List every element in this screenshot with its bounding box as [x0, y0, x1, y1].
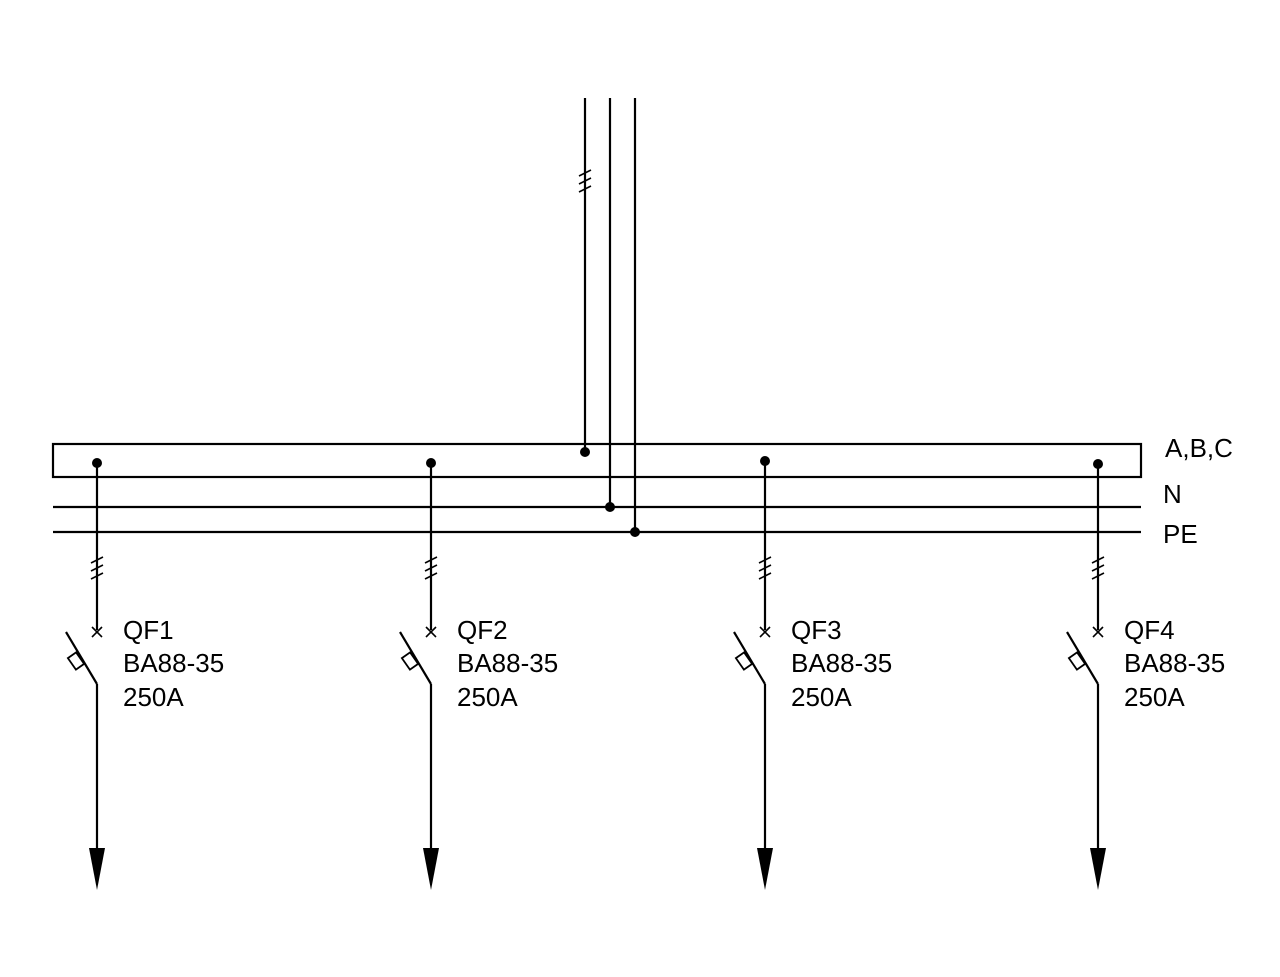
phase-bus-label: A,B,C [1165, 433, 1233, 463]
outgoing-arrow-icon [1090, 848, 1106, 890]
breaker-id: QF1 [123, 615, 174, 645]
breaker-id: QF2 [457, 615, 508, 645]
breaker-id: QF4 [1124, 615, 1175, 645]
breaker-switch-blade [733, 631, 766, 685]
thermal-release-icon [734, 651, 754, 671]
three-phase-marker [90, 556, 104, 580]
breaker-model: BA88-35 [791, 648, 892, 678]
breaker-switch-blade [1066, 631, 1099, 685]
incoming-phase-junction [580, 447, 590, 457]
outgoing-arrow-icon [757, 848, 773, 890]
neutral-bus-label: N [1163, 479, 1182, 509]
breaker-rating: 250A [457, 682, 518, 712]
feeder-qf2: QF2 BA88-35 250A [399, 458, 558, 890]
outgoing-arrow-icon [89, 848, 105, 890]
thermal-release-icon [400, 651, 420, 671]
breaker-cross-icon [759, 626, 771, 638]
breaker-rating: 250A [791, 682, 852, 712]
outgoing-arrow-icon [423, 848, 439, 890]
incoming-three-phase-marker [578, 169, 592, 193]
breaker-model: BA88-35 [1124, 648, 1225, 678]
thermal-release-icon [66, 651, 86, 671]
three-phase-marker [424, 556, 438, 580]
feeder-qf4: QF4 BA88-35 250A [1066, 459, 1225, 890]
feeder-qf1: QF1 BA88-35 250A [65, 458, 224, 890]
breaker-switch-blade [65, 631, 98, 685]
three-phase-marker [758, 556, 772, 580]
breaker-rating: 250A [123, 682, 184, 712]
thermal-release-icon [1067, 651, 1087, 671]
breaker-switch-blade [399, 631, 432, 685]
feeder-qf3: QF3 BA88-35 250A [733, 456, 892, 890]
breaker-id: QF3 [791, 615, 842, 645]
breaker-cross-icon [1092, 626, 1104, 638]
incoming-supply [578, 98, 640, 537]
three-phase-marker [1091, 556, 1105, 580]
pe-bus-label: PE [1163, 519, 1198, 549]
breaker-cross-icon [425, 626, 437, 638]
breaker-model: BA88-35 [123, 648, 224, 678]
breaker-rating: 250A [1124, 682, 1185, 712]
breaker-model: BA88-35 [457, 648, 558, 678]
phase-busbar [51, 442, 1143, 479]
breaker-cross-icon [91, 626, 103, 638]
